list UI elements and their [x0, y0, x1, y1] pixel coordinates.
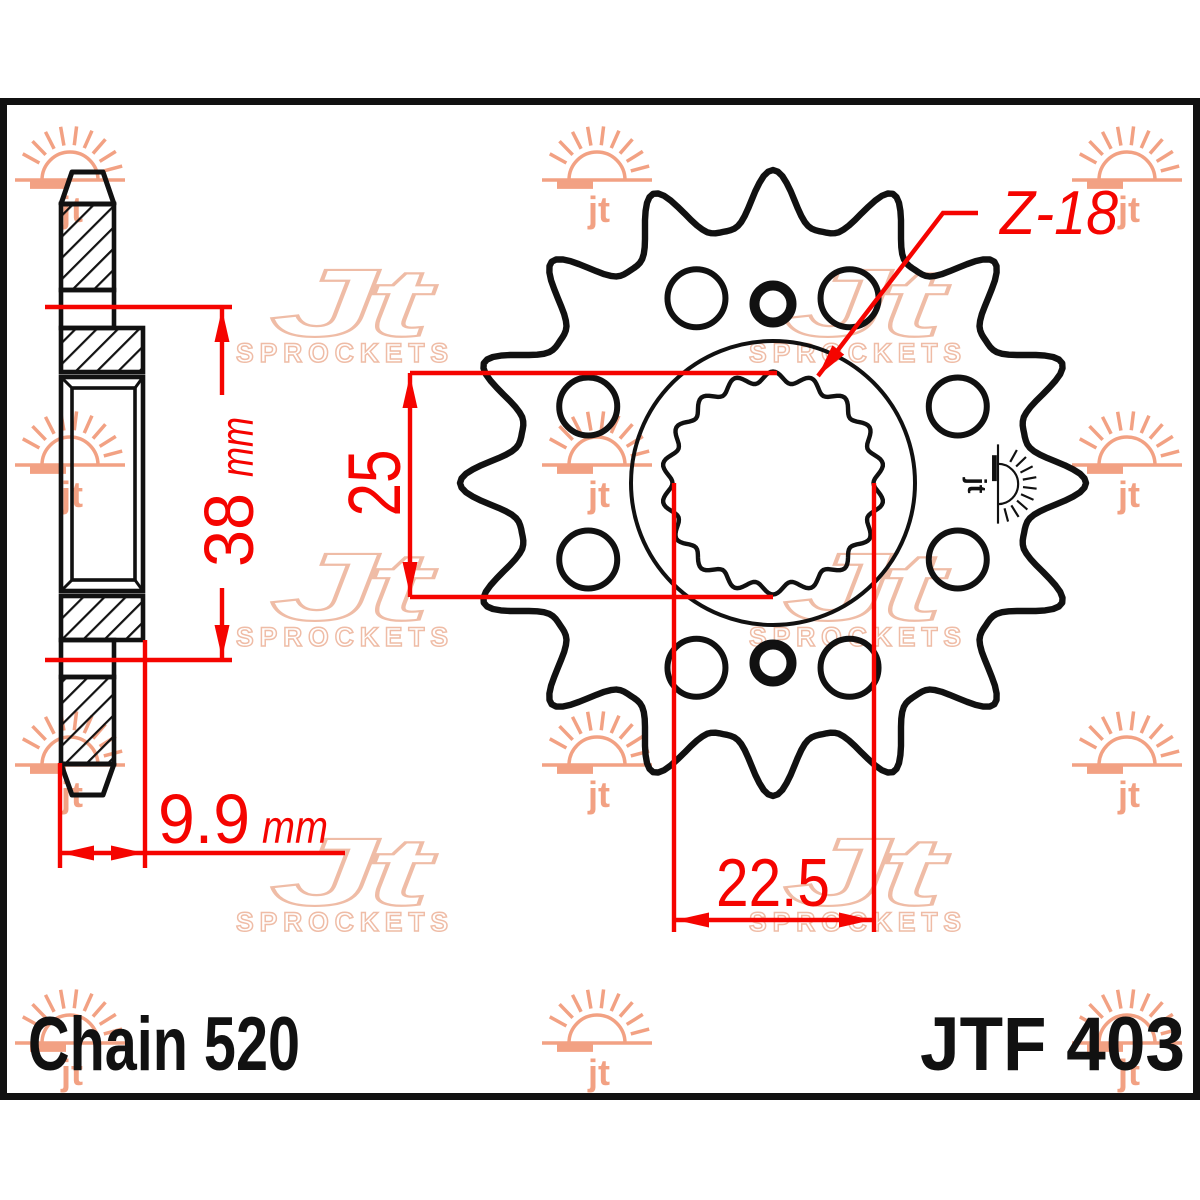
- spline-width-value: 22.5: [716, 845, 830, 921]
- dimension-labels: 38 mm 25 9.9 mm 22.5 Z-18: [158, 179, 1118, 921]
- svg-text:SPROCKETS: SPROCKETS: [236, 907, 454, 937]
- svg-text:SPROCKETS: SPROCKETS: [236, 622, 454, 652]
- svg-text:jt: jt: [587, 1052, 610, 1093]
- svg-text:Jt: Jt: [270, 250, 438, 357]
- dimension-lines: [45, 210, 978, 932]
- svg-text:jt: jt: [1117, 1052, 1140, 1093]
- jt-sun-watermark: jt: [15, 989, 125, 1093]
- hub-width-unit: mm: [262, 801, 328, 853]
- chain-size-label: Chain 520: [28, 1002, 300, 1087]
- svg-text:jt: jt: [1117, 774, 1140, 815]
- jt-sun-watermark: jt: [1072, 411, 1182, 515]
- jt-sun-watermark: jt: [1072, 989, 1182, 1093]
- tooth-count-label: Z-18: [998, 179, 1118, 248]
- drawing-frame-border: [0, 98, 1200, 1100]
- svg-text:jt: jt: [587, 774, 610, 815]
- jt-sun-watermark: jt: [542, 711, 652, 815]
- svg-text:Jt: Jt: [783, 819, 951, 926]
- bore-dimension-label: 25: [333, 450, 416, 517]
- svg-text:jt: jt: [60, 1052, 83, 1093]
- svg-text:jt: jt: [962, 477, 990, 494]
- svg-text:jt: jt: [1117, 189, 1140, 230]
- svg-text:SPROCKETS: SPROCKETS: [236, 338, 454, 368]
- svg-text:Jt: Jt: [270, 819, 438, 926]
- svg-text:Jt: Jt: [270, 534, 438, 641]
- part-number-label: JTF 403: [920, 1002, 1185, 1087]
- footer-labels: Chain 520 JTF 403: [28, 1002, 1185, 1087]
- jt-sun-watermark: jt: [1072, 711, 1182, 815]
- jt-sun-watermark: jt: [962, 444, 1037, 524]
- svg-text:jt: jt: [587, 189, 610, 230]
- drawing-linework: jt: [58, 166, 1090, 800]
- hub-width-value: 9.9: [158, 780, 250, 858]
- jt-sun-watermark: jt: [542, 126, 652, 230]
- svg-text:Jt: Jt: [783, 250, 951, 357]
- jt-sun-watermark: jt: [1072, 126, 1182, 230]
- jt-sun-watermark: jt: [542, 989, 652, 1093]
- svg-text:jt: jt: [587, 474, 610, 515]
- height-dimension-label: 38 mm: [190, 417, 268, 567]
- svg-text:jt: jt: [1117, 474, 1140, 515]
- bore-value: 25: [333, 450, 416, 517]
- height-value: 38: [190, 493, 268, 567]
- height-unit: mm: [211, 417, 263, 477]
